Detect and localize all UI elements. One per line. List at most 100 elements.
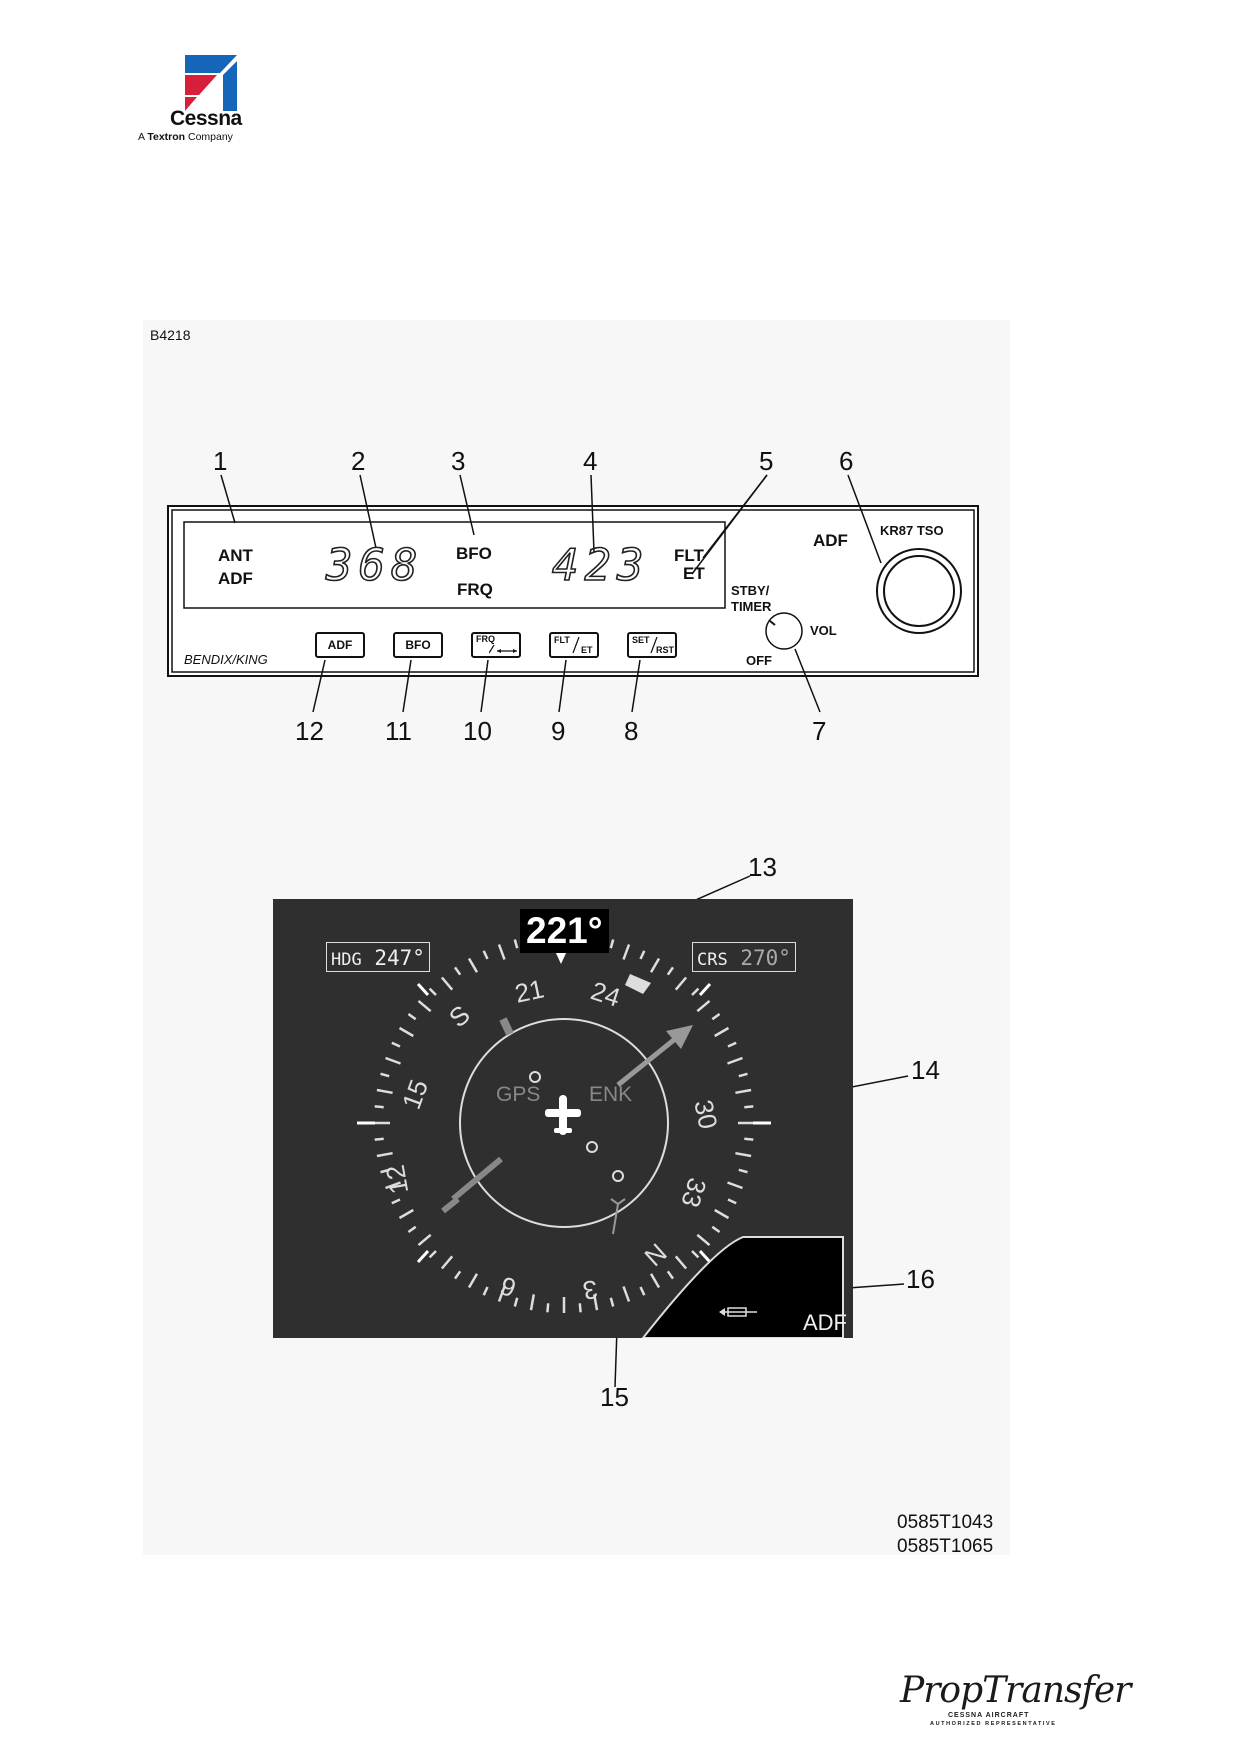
brand-tagline: A Textron Company	[138, 131, 233, 143]
crs-label: CRS	[697, 950, 728, 970]
compass-tick	[529, 1294, 536, 1311]
callout-5: 5	[759, 446, 774, 476]
figure-codes: 0585T1043 0585T1065	[897, 1511, 993, 1559]
off-label: OFF	[746, 653, 772, 668]
slash-icon	[650, 637, 658, 654]
proptransfer-logo: PropTransfer CESSNA AIRCRAFT AUTHORIZED …	[900, 1670, 1131, 1730]
callout-13: 13	[748, 852, 777, 882]
vol-label: VOL	[810, 623, 837, 638]
compass-tick	[674, 976, 688, 991]
compass-tick	[376, 1088, 393, 1095]
flt-et-button[interactable]: FLT ET	[549, 632, 599, 658]
callout-16: 16	[906, 1264, 935, 1294]
compass-tick	[649, 957, 661, 973]
frq-swap-button[interactable]: FRQ	[471, 632, 521, 658]
compass-tick	[467, 957, 479, 973]
compass-tick	[649, 1273, 661, 1289]
callout-15: 15	[600, 1382, 629, 1412]
hdg-label: HDG	[331, 950, 362, 970]
compass-tick	[639, 1286, 646, 1296]
hdg-value: 247°	[374, 946, 425, 970]
callout-8: 8	[624, 716, 639, 746]
compass-tick	[639, 950, 646, 960]
compass-tick	[666, 966, 675, 976]
heading-readout: 221°	[520, 909, 609, 953]
compass-tick	[380, 1072, 390, 1078]
compass-tick	[714, 1208, 730, 1220]
callout-9: 9	[551, 716, 566, 746]
standby-frequency-display: 423	[551, 539, 650, 592]
flt-et-label-top: FLT	[554, 635, 570, 645]
compass-tick	[391, 1041, 401, 1048]
compass-tick	[727, 1041, 737, 1048]
compass-tick	[691, 1250, 700, 1259]
proptransfer-sub1: CESSNA AIRCRAFT	[948, 1712, 1030, 1719]
bfo-button[interactable]: BFO	[393, 632, 443, 658]
compass-tick	[735, 1088, 752, 1095]
frq-annunciator: FRQ	[457, 580, 493, 599]
compass-tick	[738, 1072, 748, 1078]
compass-tick	[497, 1286, 506, 1302]
compass-tick	[453, 966, 462, 976]
compass-tick	[398, 1026, 414, 1038]
card-label-21: 21	[512, 973, 547, 1009]
et-annunciator: ET	[683, 564, 705, 583]
compass-tick	[398, 1208, 414, 1220]
compass-tick	[696, 999, 711, 1013]
model-label: KR87 TSO	[880, 523, 944, 538]
active-frequency-display: 368	[325, 539, 424, 592]
brand-name: Cessna	[170, 107, 242, 130]
ant-annunciator: ANT	[218, 546, 253, 565]
compass-tick	[407, 1225, 417, 1234]
compass-tick	[428, 987, 437, 996]
proptransfer-sub2: AUTHORIZED REPRESENTATIVE	[930, 1721, 1057, 1727]
compass-tick	[417, 999, 432, 1013]
compass-tick	[482, 1286, 489, 1296]
set-rst-label-top: SET	[632, 635, 650, 645]
callout-11: 11	[385, 716, 412, 746]
compass-tick	[385, 1056, 401, 1065]
hsi-display: S 21 24 30 33 N 3 6 12 15 GPS ENK 221° H…	[273, 899, 853, 1338]
callout-12: 12	[295, 716, 324, 746]
compass-tick	[666, 1270, 675, 1280]
compass-tick	[609, 1297, 615, 1307]
compass-tick	[727, 1181, 743, 1190]
gps-label: GPS	[496, 1083, 541, 1106]
flt-et-label-bottom: ET	[581, 645, 593, 655]
compass-tick	[374, 1137, 384, 1141]
proptransfer-script: PropTransfer	[900, 1670, 1131, 1711]
callout-7: 7	[812, 716, 827, 746]
compass-tick	[374, 1105, 384, 1109]
compass-tick	[513, 939, 519, 949]
panel-title-adf: ADF	[813, 531, 848, 550]
swap-arrow-icon	[489, 644, 517, 654]
hsi-compass-rose	[357, 933, 844, 1338]
frq-swap-label: FRQ	[476, 634, 495, 644]
adf-button[interactable]: ADF	[315, 632, 365, 658]
compass-tick	[714, 1026, 730, 1038]
compass-tick	[735, 1151, 752, 1158]
enk-label: ENK	[589, 1083, 633, 1106]
compass-tick	[380, 1168, 390, 1174]
compass-tick	[407, 1012, 417, 1021]
airplane-icon	[545, 1095, 581, 1135]
set-rst-button[interactable]: SET RST	[627, 632, 677, 658]
compass-tick	[691, 987, 700, 996]
compass-tick	[428, 1250, 437, 1259]
compass-tick	[622, 1286, 631, 1302]
card-label-12: 12	[379, 1162, 415, 1197]
compass-tick	[440, 1255, 454, 1270]
compass-tick	[391, 1198, 401, 1205]
compass-tick	[497, 944, 506, 960]
crs-readout: CRS 270°	[692, 942, 796, 972]
callout-4: 4	[583, 446, 598, 476]
compass-tick	[385, 1181, 401, 1190]
compass-tick	[467, 1273, 479, 1289]
compass-tick	[727, 1056, 743, 1065]
bfo-annunciator: BFO	[456, 544, 492, 563]
stby-timer-label-2: TIMER	[731, 599, 772, 614]
callout-6: 6	[839, 446, 854, 476]
callout-3: 3	[451, 446, 466, 476]
flt-annunciator: FLT	[674, 546, 704, 565]
crs-value: 270°	[740, 946, 791, 970]
